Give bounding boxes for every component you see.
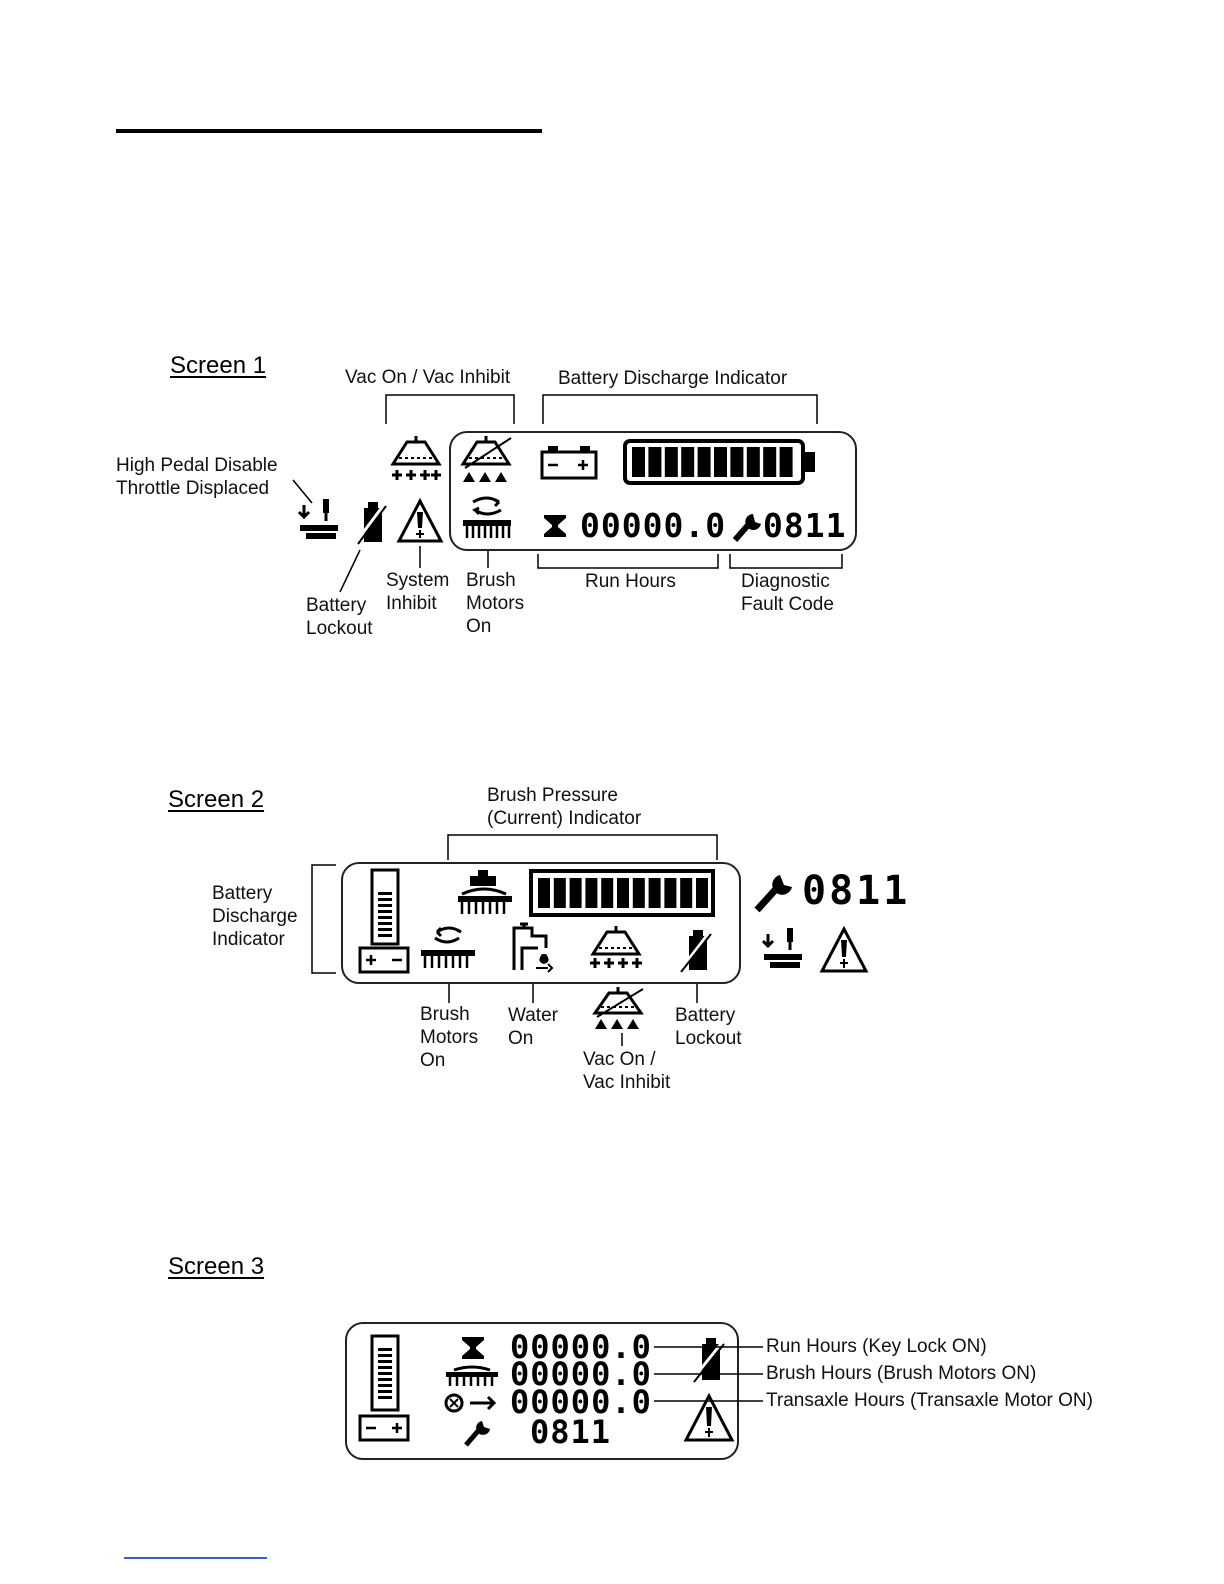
- pressure-segment: [664, 878, 677, 908]
- brush-hours-readout: 00000.0: [510, 1355, 652, 1393]
- vac-label: Vac On / Vac Inhibit: [345, 367, 511, 388]
- throttle-pedal-icon: [297, 499, 338, 539]
- battery-segment: [779, 447, 793, 477]
- water-on-label: Water On: [508, 1005, 558, 1049]
- system-inhibit-icon-2: [819, 925, 869, 973]
- pressure-segment: [585, 878, 598, 908]
- brush-motors-icon: [463, 496, 511, 538]
- throttle-pedal-icon-2: [761, 928, 802, 968]
- footer-rule: [124, 1557, 267, 1559]
- water-on-icon: [512, 922, 554, 973]
- fault-code-readout-3: 0811: [530, 1413, 612, 1451]
- brush-hours-label: Brush Hours (Brush Motors ON): [766, 1363, 1037, 1384]
- battery-lockout-icon: [354, 501, 388, 545]
- battery-discharge-gauge: [623, 439, 815, 485]
- battery-discharge-label-2: Battery Discharge Indicator: [212, 883, 298, 950]
- battery-segment: [697, 447, 711, 477]
- high-pedal-label: High Pedal Disable Throttle Displaced: [116, 455, 278, 499]
- transaxle-icon: [444, 1393, 497, 1413]
- battery-segment: [746, 447, 760, 477]
- pressure-segment: [538, 878, 550, 908]
- battery-lockout-icon-2: [677, 929, 713, 973]
- hourglass-icon-3: [462, 1337, 484, 1359]
- battery-segment: [664, 447, 678, 477]
- run-hours-readout: 00000.0: [580, 506, 727, 545]
- battery-vertical-icon: [358, 868, 410, 974]
- vac-on-icon-2: [590, 926, 642, 968]
- battery-vertical-icon-3: [358, 1334, 410, 1442]
- transaxle-hours-readout: 00000.0: [510, 1383, 652, 1421]
- brush-motors-label-2: Brush Motors On: [420, 1004, 479, 1071]
- battery-segment: [763, 447, 777, 477]
- pressure-segment: [696, 878, 708, 908]
- battery-segment: [714, 447, 727, 477]
- battery-segment: [681, 447, 695, 477]
- vac-inhibit-icon: [460, 436, 512, 482]
- vac-inhibit-icon-2: [592, 987, 644, 1029]
- brush-motors-label: Brush Motors On: [466, 570, 525, 637]
- vac-on-icon: [390, 436, 442, 480]
- wrench-icon-2: [754, 875, 792, 913]
- battery-discharge-label: Battery Discharge Indicator: [558, 368, 788, 389]
- wrench-icon: [732, 514, 761, 542]
- brush-pressure-label: Brush Pressure (Current) Indicator: [487, 785, 642, 829]
- run-hours-label: Run Hours: [585, 571, 676, 592]
- screen3-title: Screen 3: [168, 1253, 265, 1280]
- pressure-segment: [680, 878, 693, 908]
- fault-code-label: Diagnostic Fault Code: [741, 571, 834, 615]
- pressure-segment: [553, 878, 566, 908]
- brush-icon-3: [446, 1365, 498, 1386]
- system-inhibit-icon: [396, 497, 444, 543]
- wrench-icon-3: [464, 1421, 490, 1447]
- battery-segment: [632, 447, 645, 477]
- battery-lockout-label: Battery Lockout: [306, 595, 373, 639]
- fault-code-readout-2: 0811: [802, 868, 911, 914]
- screen1-title: Screen 1: [170, 352, 267, 379]
- run-hours-label-3: Run Hours (Key Lock ON): [766, 1336, 987, 1357]
- system-inhibit-label: System Inhibit: [386, 570, 450, 614]
- screen3-lcd: [345, 1322, 739, 1460]
- pressure-segment: [632, 878, 645, 908]
- hourglass-icon: [544, 515, 566, 537]
- pressure-segment: [648, 878, 661, 908]
- screen2-title: Screen 2: [168, 786, 265, 813]
- battery-lockout-label-2: Battery Lockout: [675, 1005, 742, 1049]
- brush-motors-icon-2: [421, 926, 475, 968]
- pressure-segment: [601, 878, 614, 908]
- battery-segment: [648, 447, 662, 477]
- header-rule: [116, 129, 542, 133]
- battery-icon: [540, 446, 598, 480]
- vac-label-2: Vac On / Vac Inhibit: [583, 1049, 671, 1093]
- screen3-leaders: [654, 1346, 763, 1402]
- transaxle-hours-label: Transaxle Hours (Transaxle Motor ON): [766, 1390, 1093, 1411]
- pressure-segment: [569, 878, 582, 908]
- screen1-brackets: [292, 394, 843, 593]
- fault-code-readout: 0811: [763, 506, 847, 545]
- system-inhibit-icon-3: [683, 1392, 735, 1442]
- run-hours-readout-3: 00000.0: [510, 1328, 652, 1366]
- brush-pressure-icon: [458, 870, 512, 914]
- battery-segment: [730, 447, 744, 477]
- pressure-segment: [617, 878, 629, 908]
- brush-pressure-gauge: [529, 869, 715, 917]
